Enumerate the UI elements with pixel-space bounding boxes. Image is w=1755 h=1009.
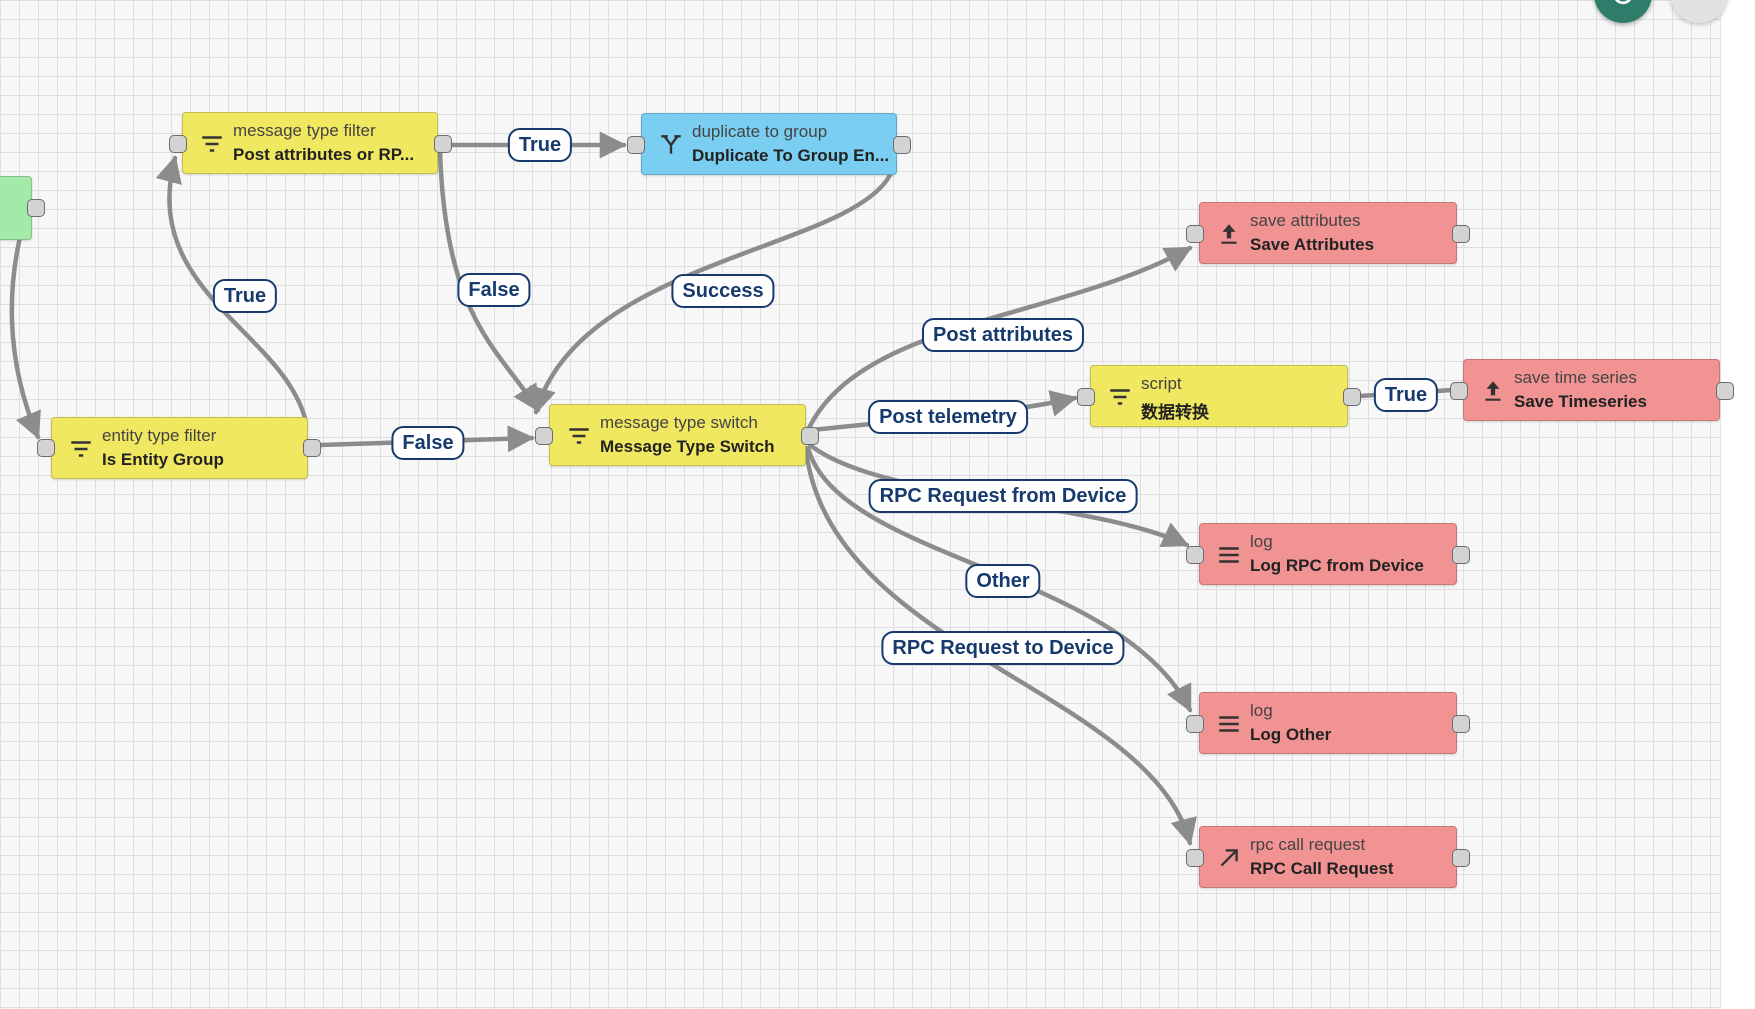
link-label-mtf-dup[interactable]: True bbox=[507, 128, 573, 162]
script-out-port[interactable] bbox=[1343, 388, 1361, 406]
sa-out-port[interactable] bbox=[1452, 225, 1470, 243]
node-type: log bbox=[1250, 532, 1273, 551]
node-name: 数据转换 bbox=[1141, 403, 1209, 422]
mts-in-port[interactable] bbox=[535, 427, 553, 445]
mts-out-port[interactable] bbox=[801, 427, 819, 445]
sts-out-port[interactable] bbox=[1716, 382, 1734, 400]
lrpc-out-port[interactable] bbox=[1452, 546, 1470, 564]
link-label-rpc-to-device[interactable]: RPC Request to Device bbox=[881, 631, 1125, 665]
node-save-attributes[interactable]: save attributes Save Attributes bbox=[1199, 202, 1457, 264]
node-type: rpc call request bbox=[1250, 835, 1366, 854]
link-label-mtf-mts[interactable]: False bbox=[457, 273, 531, 307]
filter-icon bbox=[1110, 389, 1130, 405]
etf-out-port[interactable] bbox=[303, 439, 321, 457]
node-duplicate-to-group[interactable]: duplicate to group Duplicate To Group En… bbox=[641, 113, 897, 175]
menu-lines-icon bbox=[1219, 547, 1239, 563]
sa-in-port[interactable] bbox=[1186, 225, 1204, 243]
node-save-time-series[interactable]: save time series Save Timeseries bbox=[1463, 359, 1720, 421]
scrollbar-track[interactable] bbox=[1720, 0, 1755, 1009]
node-message-type-switch[interactable]: message type switch Message Type Switch bbox=[549, 404, 806, 466]
node-message-type-filter[interactable]: message type filter Post attributes or R… bbox=[182, 112, 438, 174]
sts-in-port[interactable] bbox=[1450, 382, 1468, 400]
node-log-rpc-from-device[interactable]: log Log RPC from Device bbox=[1199, 523, 1457, 585]
node-type: duplicate to group bbox=[692, 122, 828, 141]
node-type: message type filter bbox=[233, 121, 376, 140]
link-input-to-entity-type-filter bbox=[9, 205, 41, 440]
link-label-other[interactable]: Other bbox=[965, 564, 1041, 598]
node-name: Post attributes or RP... bbox=[233, 145, 415, 164]
dup-out-port[interactable] bbox=[893, 136, 911, 154]
filter-icon bbox=[202, 136, 222, 152]
mtf-out-port[interactable] bbox=[434, 135, 452, 153]
filter-icon bbox=[71, 441, 91, 457]
input-node-out-port[interactable] bbox=[27, 199, 45, 217]
lother-out-port[interactable] bbox=[1452, 715, 1470, 733]
upload-icon bbox=[1221, 224, 1237, 244]
node-name: Message Type Switch bbox=[600, 437, 775, 456]
node-name: Duplicate To Group En... bbox=[692, 146, 890, 165]
node-name: Save Attributes bbox=[1250, 235, 1375, 254]
lother-in-port[interactable] bbox=[1186, 715, 1204, 733]
node-script[interactable]: script 数据转换 bbox=[1090, 365, 1348, 427]
node-entity-type-filter[interactable]: entity type filter Is Entity Group bbox=[51, 417, 308, 479]
fullscreen-icon bbox=[1687, 0, 1711, 15]
node-name: Log RPC from Device bbox=[1250, 556, 1424, 575]
node-type: log bbox=[1250, 701, 1273, 720]
lrpc-in-port[interactable] bbox=[1186, 546, 1204, 564]
node-rpc-call-request[interactable]: rpc call request RPC Call Request bbox=[1199, 826, 1457, 888]
rpc-out-port[interactable] bbox=[1452, 849, 1470, 867]
node-name: RPC Call Request bbox=[1250, 859, 1394, 878]
script-in-port[interactable] bbox=[1077, 388, 1095, 406]
link-label-etf-mts[interactable]: False bbox=[391, 426, 465, 460]
fullscreen-button[interactable] bbox=[1670, 0, 1728, 23]
node-name: Save Timeseries bbox=[1514, 392, 1647, 411]
mtf-in-port[interactable] bbox=[169, 135, 187, 153]
link-label-post-telemetry[interactable]: Post telemetry bbox=[868, 400, 1028, 434]
menu-lines-icon bbox=[1219, 716, 1239, 732]
link-label-etf-mtf[interactable]: True bbox=[212, 279, 278, 313]
node-type: entity type filter bbox=[102, 426, 217, 445]
refresh-icon bbox=[1615, 0, 1631, 5]
link-label-rpc-from-device[interactable]: RPC Request from Device bbox=[868, 479, 1138, 513]
node-type: save attributes bbox=[1250, 211, 1361, 230]
link-label-dup-mts[interactable]: Success bbox=[671, 274, 775, 308]
etf-in-port[interactable] bbox=[37, 439, 55, 457]
filter-icon bbox=[569, 428, 589, 444]
refresh-button[interactable] bbox=[1594, 0, 1652, 23]
node-name: Log Other bbox=[1250, 725, 1332, 744]
link-dup-to-mts bbox=[529, 172, 893, 415]
node-type: script bbox=[1141, 374, 1182, 393]
arrow-up-right-icon bbox=[1220, 849, 1238, 867]
node-type: message type switch bbox=[600, 413, 758, 432]
dup-in-port[interactable] bbox=[627, 136, 645, 154]
rpc-in-port[interactable] bbox=[1186, 849, 1204, 867]
node-log-other[interactable]: log Log Other bbox=[1199, 692, 1457, 754]
link-label-post-attributes[interactable]: Post attributes bbox=[921, 318, 1085, 352]
node-name: Is Entity Group bbox=[102, 450, 224, 469]
call-split-icon bbox=[661, 135, 681, 154]
link-mtf-to-mts bbox=[437, 147, 541, 413]
link-label-script-true[interactable]: True bbox=[1373, 378, 1439, 412]
upload-icon bbox=[1485, 381, 1501, 401]
node-type: save time series bbox=[1514, 368, 1637, 387]
